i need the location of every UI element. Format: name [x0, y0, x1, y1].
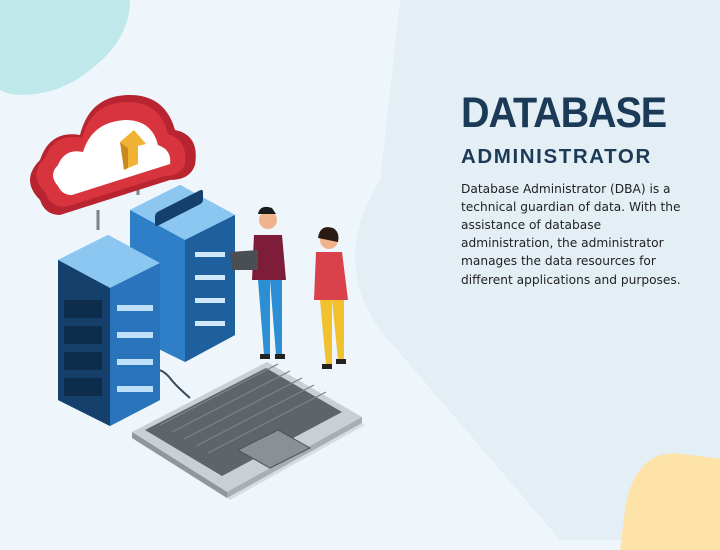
- slide-title: DATABASE: [461, 89, 667, 137]
- text-panel: DATABASE ADMINISTRATOR Database Administ…: [461, 92, 701, 301]
- slide-subtitle: ADMINISTRATOR: [461, 145, 652, 168]
- dba-illustration: [30, 95, 365, 500]
- person-icon: [230, 206, 286, 359]
- person-icon: [314, 227, 348, 369]
- laptop-icon: [132, 362, 365, 500]
- cloud-upload-icon: [30, 95, 196, 215]
- server-rack-icon: [58, 185, 235, 426]
- corner-decoration-bottom-right: [620, 453, 720, 550]
- corner-decoration-top-left: [0, 0, 130, 95]
- slide-description: Database Administrator (DBA) is a techni…: [461, 181, 681, 287]
